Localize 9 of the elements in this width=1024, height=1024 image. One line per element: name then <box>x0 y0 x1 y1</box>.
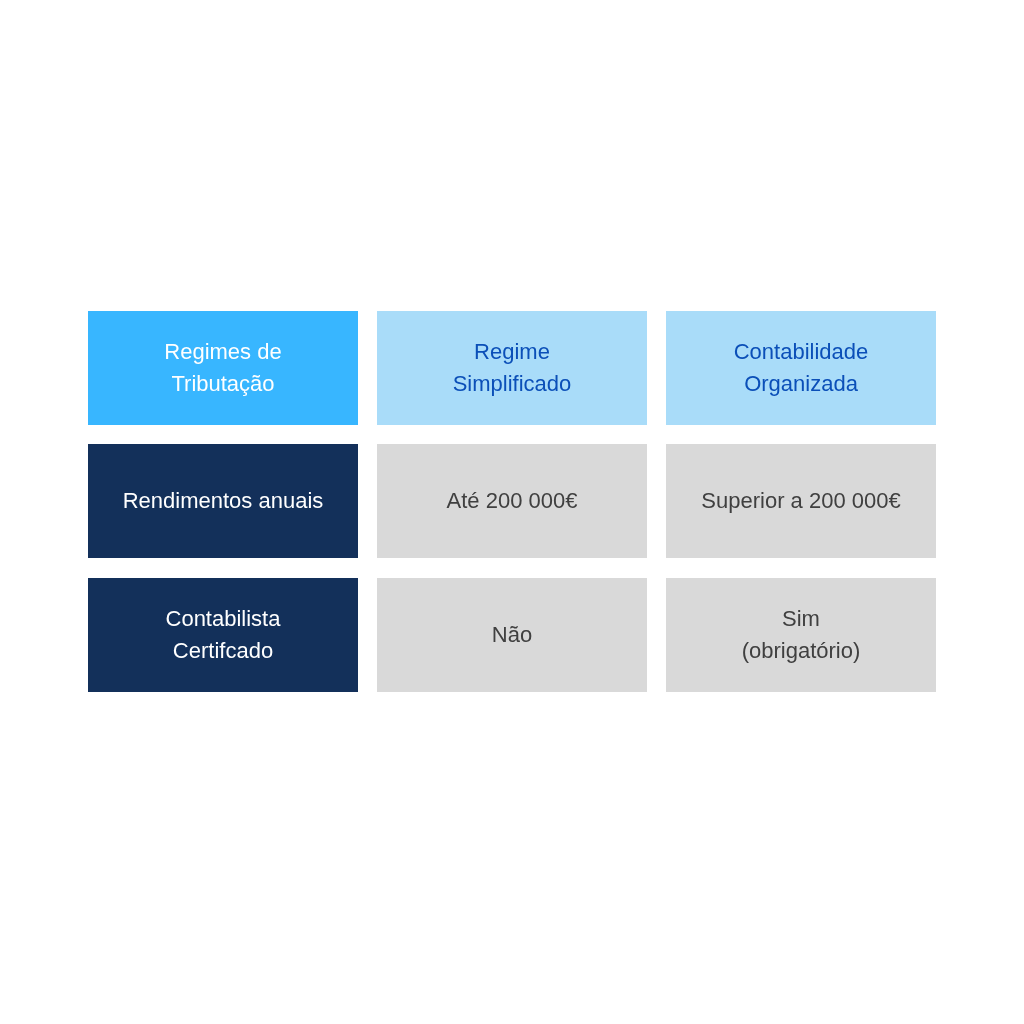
column-header-cell: Contabilidade Organizada <box>666 311 936 425</box>
table-cell: Sim (obrigatório) <box>666 578 936 692</box>
table-cell: Superior a 200 000€ <box>666 444 936 558</box>
row-header-cell: Contabilista Certifcado <box>88 578 358 692</box>
table-cell: Não <box>377 578 647 692</box>
row-header-cell: Rendimentos anuais <box>88 444 358 558</box>
table-cell: Até 200 000€ <box>377 444 647 558</box>
column-header-cell: Regime Simplificado <box>377 311 647 425</box>
corner-header-cell: Regimes de Tributação <box>88 311 358 425</box>
